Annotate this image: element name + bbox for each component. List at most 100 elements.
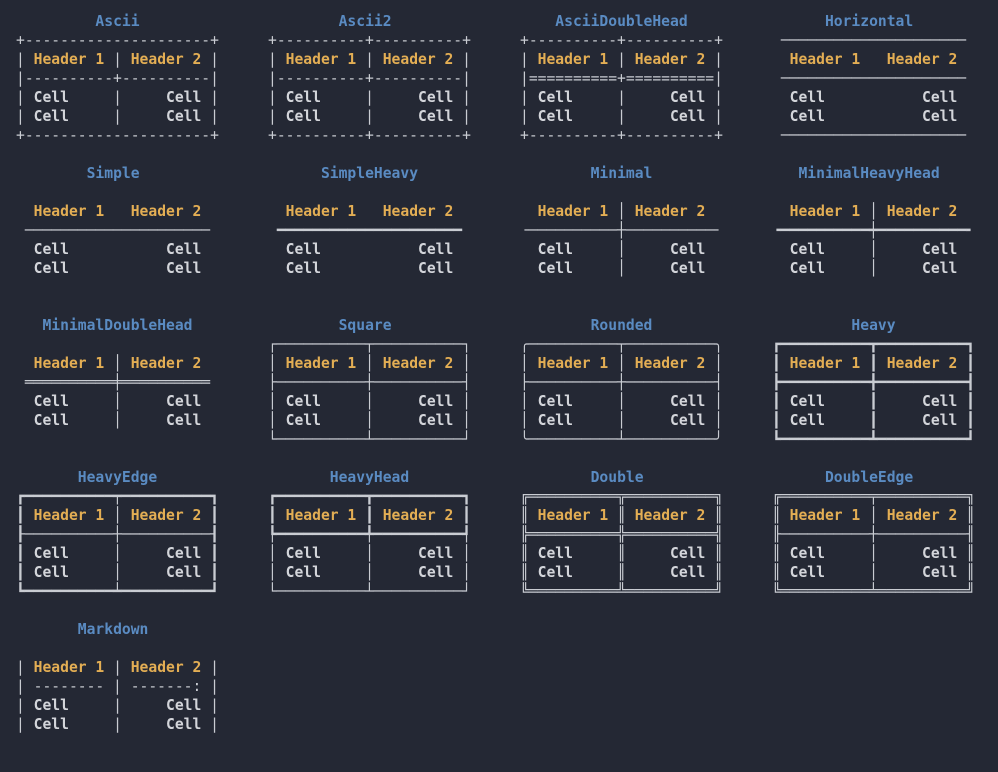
cell-text: Cell bbox=[285, 545, 321, 562]
header-cell-text: Header 2 bbox=[634, 507, 706, 524]
cell-text: Cell bbox=[789, 412, 825, 429]
table-title: HeavyEdge bbox=[77, 469, 158, 486]
header-cell-text: Header 2 bbox=[634, 355, 706, 372]
table-title: Ascii bbox=[95, 13, 140, 30]
table-art-markdown: Markdown | Header 1 | Header 2 | | -----… bbox=[16, 621, 219, 733]
cell-text: Cell bbox=[33, 241, 69, 258]
table-demo-ascii: Ascii +---------------------+ | Header 1… bbox=[16, 12, 268, 164]
cell-text: Cell bbox=[166, 260, 202, 277]
cell-text: Cell bbox=[670, 241, 706, 258]
table-demo-markdown: Markdown | Header 1 | Header 2 | | -----… bbox=[16, 620, 268, 772]
table-title: Simple bbox=[86, 165, 140, 182]
table-title: Minimal bbox=[590, 165, 653, 182]
header-cell-text: Header 1 bbox=[33, 659, 105, 676]
table-art-heavyedge: HeavyEdge ┏━━━━━━━━━━┯━━━━━━━━━━┓ ┃ Head… bbox=[16, 469, 219, 600]
table-art-square: Square ┌──────────┬──────────┐ │ Header … bbox=[268, 317, 471, 448]
table-art-ascii2: Ascii2 +----------+----------+ | Header … bbox=[268, 13, 471, 144]
cell-text: Cell bbox=[418, 89, 454, 106]
table-title: SimpleHeavy bbox=[320, 165, 419, 182]
table-art-minimal: Minimal Header 1 │ Header 2 ╶──────────┼… bbox=[520, 165, 723, 277]
table-art-heavyhead: HeavyHead ┏━━━━━━━━━━┳━━━━━━━━━━┓ ┃ Head… bbox=[268, 469, 471, 600]
table-title: Square bbox=[338, 317, 392, 334]
cell-text: Cell bbox=[670, 89, 706, 106]
table-art-simpleheavy: SimpleHeavy Header 1 Header 2 ━━━━━━━━━━… bbox=[276, 165, 463, 277]
table-demo-minimaldoublehead: MinimalDoubleHead Header 1 │ Header 2 ══… bbox=[16, 316, 268, 468]
cell-text: Cell bbox=[33, 716, 69, 733]
table-demo-simpleheavy: SimpleHeavy Header 1 Header 2 ━━━━━━━━━━… bbox=[268, 164, 520, 316]
cell-text: Cell bbox=[670, 412, 706, 429]
table-title: MinimalDoubleHead bbox=[42, 317, 193, 334]
cell-text: Cell bbox=[537, 545, 573, 562]
table-demo-square: Square ┌──────────┬──────────┐ │ Header … bbox=[268, 316, 520, 468]
table-title: Rounded bbox=[590, 317, 653, 334]
cell-text: Cell bbox=[285, 108, 321, 125]
cell-text: Cell bbox=[922, 108, 958, 125]
table-title: Heavy bbox=[851, 317, 896, 334]
table-demo-heavyedge: HeavyEdge ┏━━━━━━━━━━┯━━━━━━━━━━┓ ┃ Head… bbox=[16, 468, 268, 620]
table-title: Ascii2 bbox=[338, 13, 392, 30]
cell-text: Cell bbox=[670, 545, 706, 562]
table-art-asciidoublehead: AsciiDoubleHead +----------+----------+ … bbox=[520, 13, 723, 144]
header-cell-text: Header 2 bbox=[382, 355, 454, 372]
header-cell-text: Header 1 bbox=[33, 51, 105, 68]
header-cell-text: Header 1 bbox=[537, 203, 609, 220]
cell-text: Cell bbox=[166, 89, 202, 106]
cell-text: Cell bbox=[789, 89, 825, 106]
header-cell-text: Header 2 bbox=[382, 507, 454, 524]
cell-text: Cell bbox=[789, 393, 825, 410]
cell-text: Cell bbox=[922, 564, 958, 581]
cell-text: Cell bbox=[166, 716, 202, 733]
header-cell-text: Header 1 bbox=[285, 507, 357, 524]
table-art-minimalheavyhead: MinimalHeavyHead Header 1 │ Header 2 ╺━━… bbox=[772, 165, 975, 277]
table-art-rounded: Rounded ╭──────────┬──────────╮ │ Header… bbox=[520, 317, 723, 448]
header-cell-text: Header 2 bbox=[130, 659, 202, 676]
table-art-horizontal: Horizontal ───────────────────── Header … bbox=[780, 13, 967, 144]
header-cell-text: Header 2 bbox=[130, 507, 202, 524]
cell-text: Cell bbox=[537, 260, 573, 277]
header-cell-text: Header 1 bbox=[33, 507, 105, 524]
table-demo-heavyhead: HeavyHead ┏━━━━━━━━━━┳━━━━━━━━━━┓ ┃ Head… bbox=[268, 468, 520, 620]
cell-text: Cell bbox=[166, 564, 202, 581]
cell-text: Cell bbox=[670, 564, 706, 581]
cell-text: Cell bbox=[537, 89, 573, 106]
table-demo-asciidoublehead: AsciiDoubleHead +----------+----------+ … bbox=[520, 12, 772, 164]
cell-text: Cell bbox=[537, 108, 573, 125]
header-cell-text: Header 1 bbox=[789, 355, 861, 372]
table-demo-rounded: Rounded ╭──────────┬──────────╮ │ Header… bbox=[520, 316, 772, 468]
cell-text: Cell bbox=[33, 412, 69, 429]
cell-text: Cell bbox=[537, 393, 573, 410]
cell-text: Cell bbox=[789, 260, 825, 277]
table-art-minimaldoublehead: MinimalDoubleHead Header 1 │ Header 2 ══… bbox=[24, 317, 211, 429]
table-art-ascii: Ascii +---------------------+ | Header 1… bbox=[16, 13, 219, 144]
cell-text: Cell bbox=[285, 260, 321, 277]
header-cell-text: Header 1 bbox=[789, 507, 861, 524]
table-demo-heavy: Heavy ┏━━━━━━━━━━┳━━━━━━━━━━┓ ┃ Header 1… bbox=[772, 316, 998, 468]
cell-text: Cell bbox=[789, 108, 825, 125]
cell-text: Cell bbox=[922, 241, 958, 258]
table-art-double: Double ╔══════════╦══════════╗ ║ Header … bbox=[520, 469, 723, 600]
cell-text: Cell bbox=[33, 545, 69, 562]
cell-text: Cell bbox=[33, 697, 69, 714]
table-title: HeavyHead bbox=[329, 469, 410, 486]
header-cell-text: Header 2 bbox=[886, 51, 958, 68]
cell-text: Cell bbox=[166, 545, 202, 562]
cell-text: Cell bbox=[537, 412, 573, 429]
header-cell-text: Header 2 bbox=[382, 203, 454, 220]
cell-text: Cell bbox=[922, 260, 958, 277]
table-demo-simple: Simple Header 1 Header 2 ───────────────… bbox=[16, 164, 268, 316]
cell-text: Cell bbox=[166, 697, 202, 714]
cell-text: Cell bbox=[670, 108, 706, 125]
terminal-screen: { "colors": { "background": "#242834", "… bbox=[16, 12, 998, 733]
cell-text: Cell bbox=[418, 545, 454, 562]
cell-text: Cell bbox=[33, 89, 69, 106]
table-art-doubleedge: DoubleEdge ╔══════════╤══════════╗ ║ Hea… bbox=[772, 469, 975, 600]
header-cell-text: Header 1 bbox=[789, 203, 861, 220]
header-cell-text: Header 1 bbox=[33, 355, 105, 372]
cell-text: Cell bbox=[33, 393, 69, 410]
cell-text: Cell bbox=[537, 564, 573, 581]
cell-text: Cell bbox=[789, 241, 825, 258]
header-cell-text: Header 2 bbox=[634, 51, 706, 68]
table-title: Markdown bbox=[77, 621, 149, 638]
table-title: Double bbox=[590, 469, 644, 486]
header-cell-text: Header 1 bbox=[285, 51, 357, 68]
